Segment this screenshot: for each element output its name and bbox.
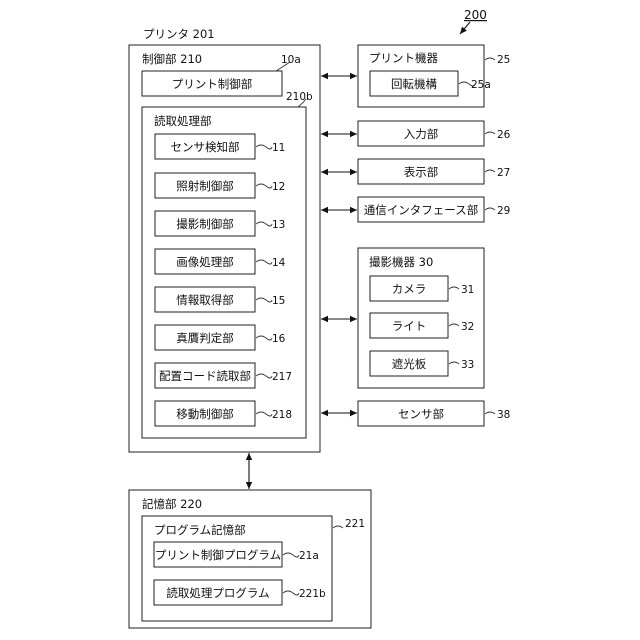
svg-text:32: 32 bbox=[461, 321, 474, 333]
svg-text:ライト: ライト bbox=[392, 319, 427, 333]
svg-text:移動制御部: 移動制御部 bbox=[176, 407, 234, 421]
print-device: プリント機器 25 回転機構 25a bbox=[358, 45, 510, 107]
svg-text:撮影制御部: 撮影制御部 bbox=[176, 217, 234, 231]
svg-text:撮影機器 30: 撮影機器 30 bbox=[369, 255, 433, 269]
svg-text:26: 26 bbox=[497, 129, 511, 141]
input-unit: 入力部 26 bbox=[358, 121, 511, 146]
svg-text:221b: 221b bbox=[299, 588, 326, 600]
svg-text:配置コード読取部: 配置コード読取部 bbox=[159, 369, 251, 383]
program-storage-ref: 221 bbox=[345, 518, 365, 530]
svg-text:218: 218 bbox=[272, 409, 292, 421]
svg-text:画像処理部: 画像処理部 bbox=[176, 255, 234, 269]
reading-processor-label: 読取処理部 bbox=[154, 114, 212, 128]
svg-text:16: 16 bbox=[272, 333, 286, 345]
svg-text:遮光板: 遮光板 bbox=[392, 357, 427, 371]
svg-text:15: 15 bbox=[272, 295, 285, 307]
communication-interface-unit: 通信インタフェース部 29 bbox=[358, 197, 510, 222]
svg-text:38: 38 bbox=[497, 409, 510, 421]
svg-text:真贋判定部: 真贋判定部 bbox=[176, 331, 234, 345]
svg-text:センサ部: センサ部 bbox=[398, 407, 444, 421]
camera-device: 撮影機器 30 カメラ 31 ライト 32 遮光板 33 bbox=[358, 248, 484, 388]
sensor-unit: センサ部 38 bbox=[358, 401, 510, 426]
svg-text:センサ検知部: センサ検知部 bbox=[171, 140, 240, 154]
figure-arrow bbox=[460, 22, 470, 34]
svg-text:プリント制御プログラム: プリント制御プログラム bbox=[155, 548, 281, 562]
svg-text:読取処理プログラム: 読取処理プログラム bbox=[166, 586, 269, 600]
svg-text:27: 27 bbox=[497, 167, 510, 179]
svg-text:通信インタフェース部: 通信インタフェース部 bbox=[364, 203, 478, 217]
svg-text:13: 13 bbox=[272, 219, 285, 231]
svg-text:照射制御部: 照射制御部 bbox=[176, 179, 234, 193]
svg-text:25a: 25a bbox=[471, 79, 491, 91]
svg-text:14: 14 bbox=[272, 257, 286, 269]
printer-label: プリンタ 201 bbox=[143, 27, 215, 41]
svg-text:入力部: 入力部 bbox=[404, 127, 439, 141]
storage-label: 記憶部 220 bbox=[142, 497, 202, 511]
figure-number: 200 bbox=[464, 8, 487, 22]
print-control-ref: 10a bbox=[281, 54, 301, 66]
program-storage-label: プログラム記憶部 bbox=[154, 523, 246, 537]
svg-text:217: 217 bbox=[272, 371, 292, 383]
svg-text:プリント機器: プリント機器 bbox=[369, 51, 438, 65]
svg-text:表示部: 表示部 bbox=[404, 165, 439, 179]
svg-text:33: 33 bbox=[461, 359, 474, 371]
display-unit: 表示部 27 bbox=[358, 159, 510, 184]
svg-text:29: 29 bbox=[497, 205, 510, 217]
svg-text:31: 31 bbox=[461, 284, 474, 296]
svg-text:11: 11 bbox=[272, 142, 285, 154]
control-unit-label: 制御部 210 bbox=[142, 52, 202, 66]
svg-text:12: 12 bbox=[272, 181, 285, 193]
svg-text:25: 25 bbox=[497, 54, 510, 66]
print-control-label: プリント制御部 bbox=[172, 77, 253, 91]
svg-text:回転機構: 回転機構 bbox=[391, 77, 437, 91]
svg-text:21a: 21a bbox=[299, 550, 319, 562]
svg-text:情報取得部: 情報取得部 bbox=[176, 293, 234, 307]
reading-processor-ref: 210b bbox=[286, 91, 313, 103]
svg-text:カメラ: カメラ bbox=[392, 282, 427, 296]
